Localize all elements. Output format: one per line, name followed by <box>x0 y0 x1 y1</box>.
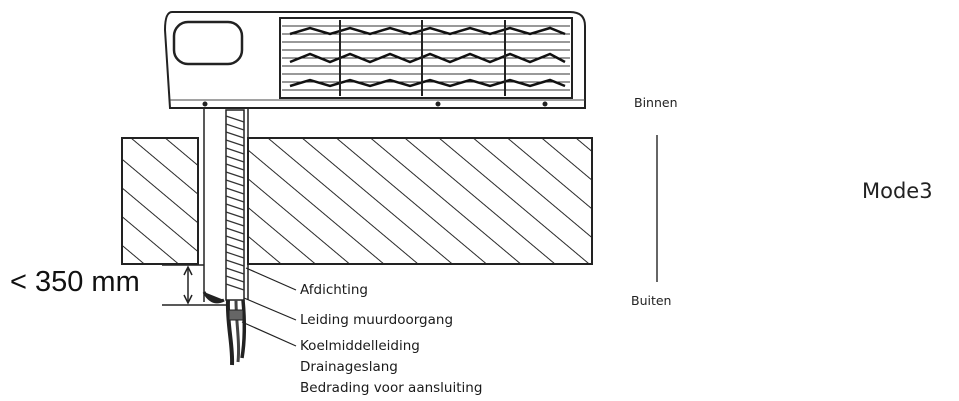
unit-air-vent-grille <box>279 17 573 99</box>
callout-leaders <box>241 267 297 347</box>
wall-left-section <box>121 137 199 265</box>
clearance-dimension <box>162 264 226 306</box>
callout-refrigerant-pipe: Koelmiddelleiding <box>300 338 420 354</box>
clearance-dimension-label: < 350 mm <box>10 266 140 298</box>
callout-connection-wiring: Bedrading voor aansluiting <box>300 380 483 396</box>
pipes-outlet <box>225 299 247 366</box>
wall-right-section <box>247 137 593 265</box>
indoor-unit <box>163 11 586 109</box>
outside-label: Buiten <box>631 293 672 308</box>
callout-sealing: Afdichting <box>300 282 368 298</box>
unit-display-window <box>172 20 244 66</box>
wall-cross-section <box>121 137 593 265</box>
mode-label: Mode3 <box>862 179 933 203</box>
inside-label: Binnen <box>634 95 678 110</box>
wall-pipe-passage <box>202 108 249 304</box>
callout-wall-pipe-passage: Leiding muurdoorgang <box>300 312 454 328</box>
callout-drain-hose: Drainageslang <box>300 359 398 375</box>
